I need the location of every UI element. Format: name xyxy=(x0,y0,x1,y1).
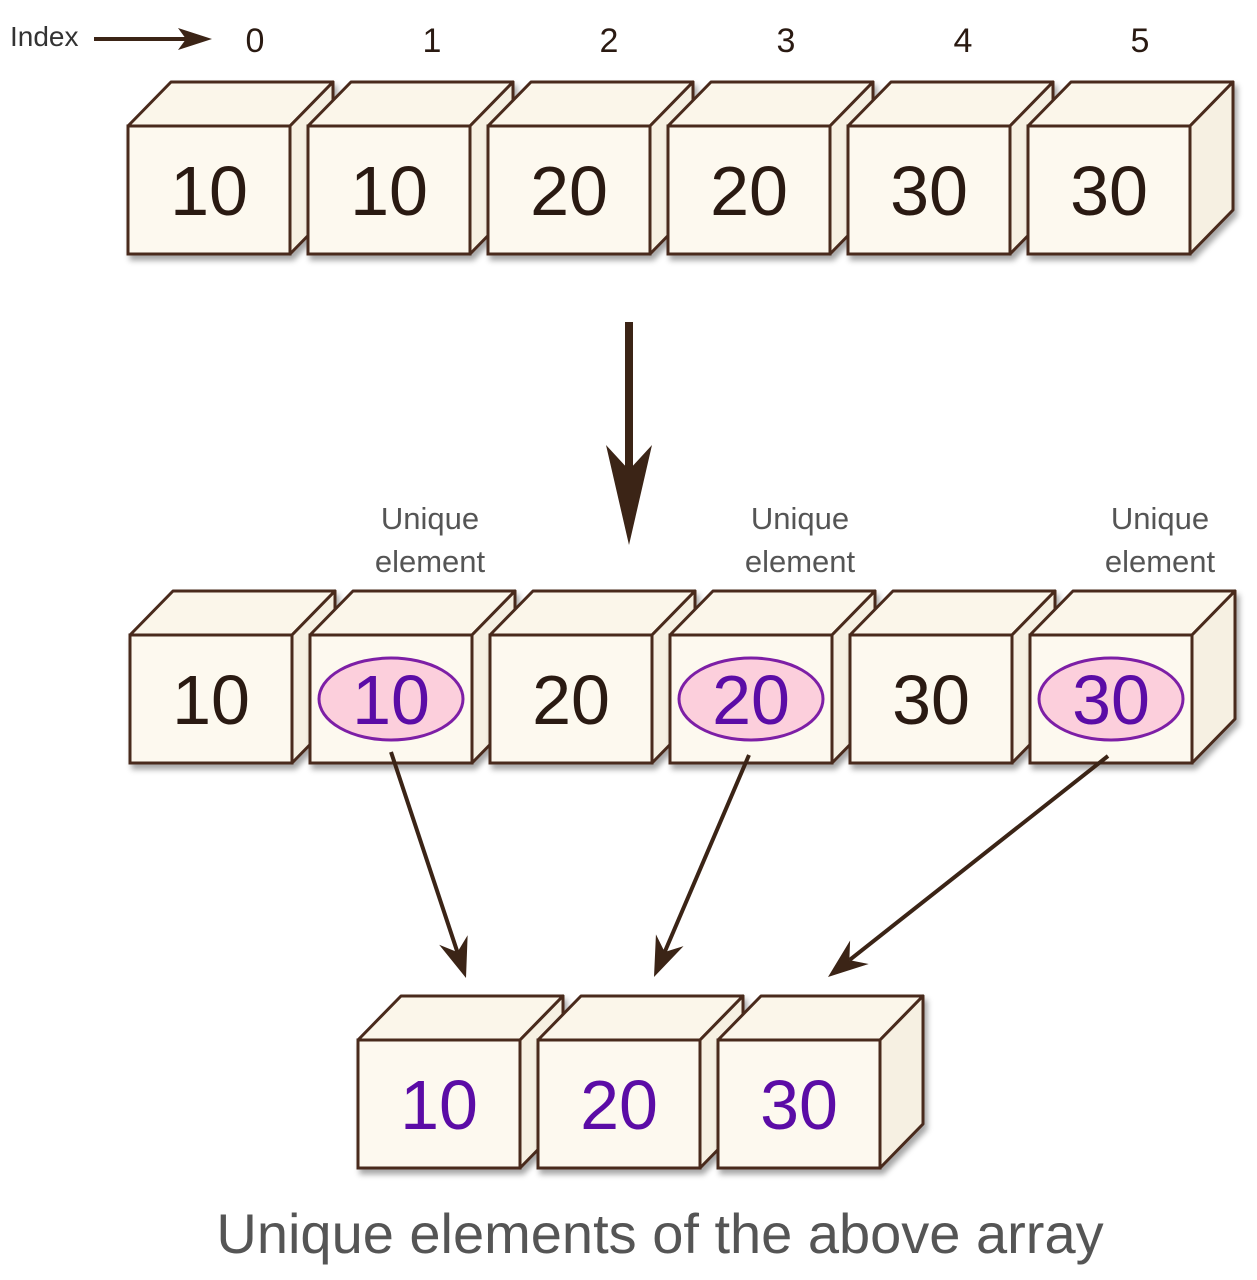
cell-value: 10 xyxy=(350,152,428,230)
cube xyxy=(488,589,697,765)
unique-label-line2: element xyxy=(375,544,486,579)
cell-value: 10 xyxy=(400,1066,478,1144)
input-array-cell: 10 xyxy=(306,80,515,256)
index-number: 3 xyxy=(777,22,796,60)
cube xyxy=(1026,80,1235,256)
cell-value: 10 xyxy=(352,661,430,739)
unique-label-line2: element xyxy=(745,544,856,579)
input-array-cell: 30 xyxy=(1026,80,1235,256)
cube-front-face xyxy=(128,633,294,765)
result-array-cell: 20 xyxy=(536,994,745,1170)
index-arrow-head xyxy=(178,28,212,50)
index-number: 4 xyxy=(954,22,973,60)
index-number: 0 xyxy=(246,22,265,60)
index-number: 2 xyxy=(600,22,619,60)
marked-array-cell: 10 xyxy=(128,589,337,765)
cell-value: 30 xyxy=(1070,152,1148,230)
cube-front-face xyxy=(488,633,654,765)
selection-arrow-10 xyxy=(389,751,468,978)
unique-label-line1: Unique xyxy=(381,501,479,536)
selection-arrow-20 xyxy=(654,754,751,977)
unique-labels: Unique element Unique element Unique element xyxy=(375,501,1216,579)
cube-front-face xyxy=(666,124,832,256)
unique-element-label: Unique element xyxy=(745,501,856,579)
cube-front-face xyxy=(848,633,1014,765)
unique-element-label: Unique element xyxy=(375,501,486,579)
transform-arrow-head xyxy=(606,445,652,545)
cube-front-face xyxy=(1026,124,1192,256)
cube xyxy=(716,994,925,1170)
cell-value: 20 xyxy=(710,152,788,230)
index-number: 1 xyxy=(423,22,442,60)
selection-arrows xyxy=(389,751,1110,978)
index-row: 0 1 2 3 4 5 xyxy=(246,22,1150,60)
input-array-cell: 30 xyxy=(846,80,1055,256)
cube-front-face xyxy=(126,124,292,256)
input-array-cell: 20 xyxy=(666,80,875,256)
selection-arrow-30 xyxy=(828,754,1110,977)
input-array-cell: 10 xyxy=(126,80,335,256)
unique-highlight-oval xyxy=(1037,656,1185,742)
cube-front-face xyxy=(536,1038,702,1170)
unique-highlight-oval xyxy=(317,656,465,742)
cube-front-face xyxy=(486,124,652,256)
cell-value: 10 xyxy=(170,152,248,230)
unique-label-line1: Unique xyxy=(1111,501,1209,536)
caption: Unique elements of the above array xyxy=(216,1202,1103,1265)
index-number: 5 xyxy=(1131,22,1150,60)
cell-value: 20 xyxy=(580,1066,658,1144)
unique-label-line2: element xyxy=(1105,544,1216,579)
marked-array-cell: 20 xyxy=(488,589,697,765)
cell-value: 20 xyxy=(530,152,608,230)
cell-value: 20 xyxy=(532,661,610,739)
result-array-cell: 30 xyxy=(716,994,925,1170)
input-array-cell: 20 xyxy=(486,80,695,256)
marked-array-cell: 20 xyxy=(668,589,877,765)
cell-value: 10 xyxy=(172,661,250,739)
unique-label-line1: Unique xyxy=(751,501,849,536)
cube xyxy=(666,80,875,256)
cube-front-face xyxy=(356,1038,522,1170)
marked-array-cell: 30 xyxy=(1028,589,1237,765)
unique-highlight-oval xyxy=(677,656,825,742)
marked-array-cell: 30 xyxy=(848,589,1057,765)
result-array: 10 20 30 xyxy=(356,994,925,1170)
cell-value: 30 xyxy=(890,152,968,230)
result-array-cell: 10 xyxy=(356,994,565,1170)
unique-element-label: Unique element xyxy=(1105,501,1216,579)
cell-value: 20 xyxy=(712,661,790,739)
cube-front-face xyxy=(306,124,472,256)
index-label: Index xyxy=(10,21,79,52)
marked-array: 10 10 20 20 30 30 xyxy=(128,589,1237,765)
input-array: 10 10 20 20 30 30 xyxy=(126,80,1235,256)
marked-array-cell: 10 xyxy=(308,589,517,765)
cube-front-face xyxy=(716,1038,882,1170)
cube xyxy=(306,80,515,256)
cell-value: 30 xyxy=(892,661,970,739)
cell-value: 30 xyxy=(1072,661,1150,739)
cube-front-face xyxy=(846,124,1012,256)
cell-value: 30 xyxy=(760,1066,838,1144)
